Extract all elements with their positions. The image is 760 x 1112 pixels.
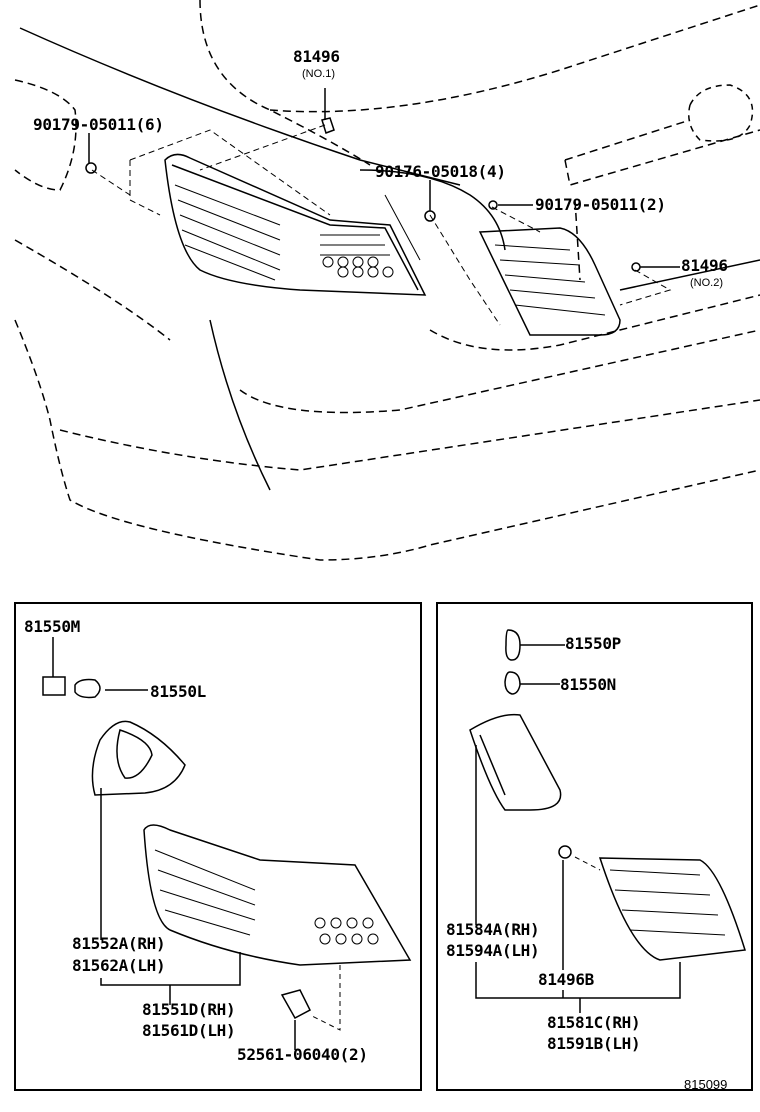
label-bulb-right: 81550N <box>560 675 616 694</box>
leader-lines-main <box>88 88 680 268</box>
fastener-icons <box>85 117 641 272</box>
right-panel-frame <box>436 602 753 1091</box>
label-clip: 52561-06040(2) <box>237 1045 368 1064</box>
label-gasket-rh-right: 81584A(RH) <box>446 920 540 939</box>
label-gasket-lh-left: 81562A(LH) <box>72 956 166 975</box>
label-socket-left: 81550M <box>24 617 80 636</box>
callout-note-no2: (NO.2) <box>690 277 723 289</box>
label-lamp-rh-left: 81551D(RH) <box>142 1000 236 1019</box>
label-socket-right: 81550P <box>565 634 621 653</box>
left-panel-frame <box>14 602 422 1091</box>
callout-90176-05018-4: 90176-05018(4) <box>375 162 506 181</box>
right-panel-parts <box>469 629 746 1013</box>
figure-code: 815099 <box>684 1077 728 1092</box>
label-nut: 81496B <box>538 970 594 989</box>
outer-tail-lamp-main <box>164 153 427 296</box>
assembly-lines-main <box>91 124 672 326</box>
callout-90179-05011-2: 90179-05011(2) <box>535 195 666 214</box>
label-gasket-lh-right: 81594A(LH) <box>446 941 540 960</box>
left-panel-parts <box>42 637 412 1050</box>
label-lamp-rh-right: 81581C(RH) <box>547 1013 641 1032</box>
car-body-outline <box>14 0 760 561</box>
label-bulb-left: 81550L <box>150 682 206 701</box>
label-lamp-lh-left: 81561D(LH) <box>142 1021 236 1040</box>
callout-81496-no1: 81496 <box>293 47 340 66</box>
callout-90179-05011-6: 90179-05011(6) <box>33 115 164 134</box>
label-lamp-lh-right: 81591B(LH) <box>547 1034 641 1053</box>
callout-note-no1: (NO.1) <box>302 68 335 80</box>
callout-81496-no2: 81496 <box>681 256 728 275</box>
inner-tail-lamp-main <box>478 227 621 336</box>
label-gasket-rh-left: 81552A(RH) <box>72 934 166 953</box>
